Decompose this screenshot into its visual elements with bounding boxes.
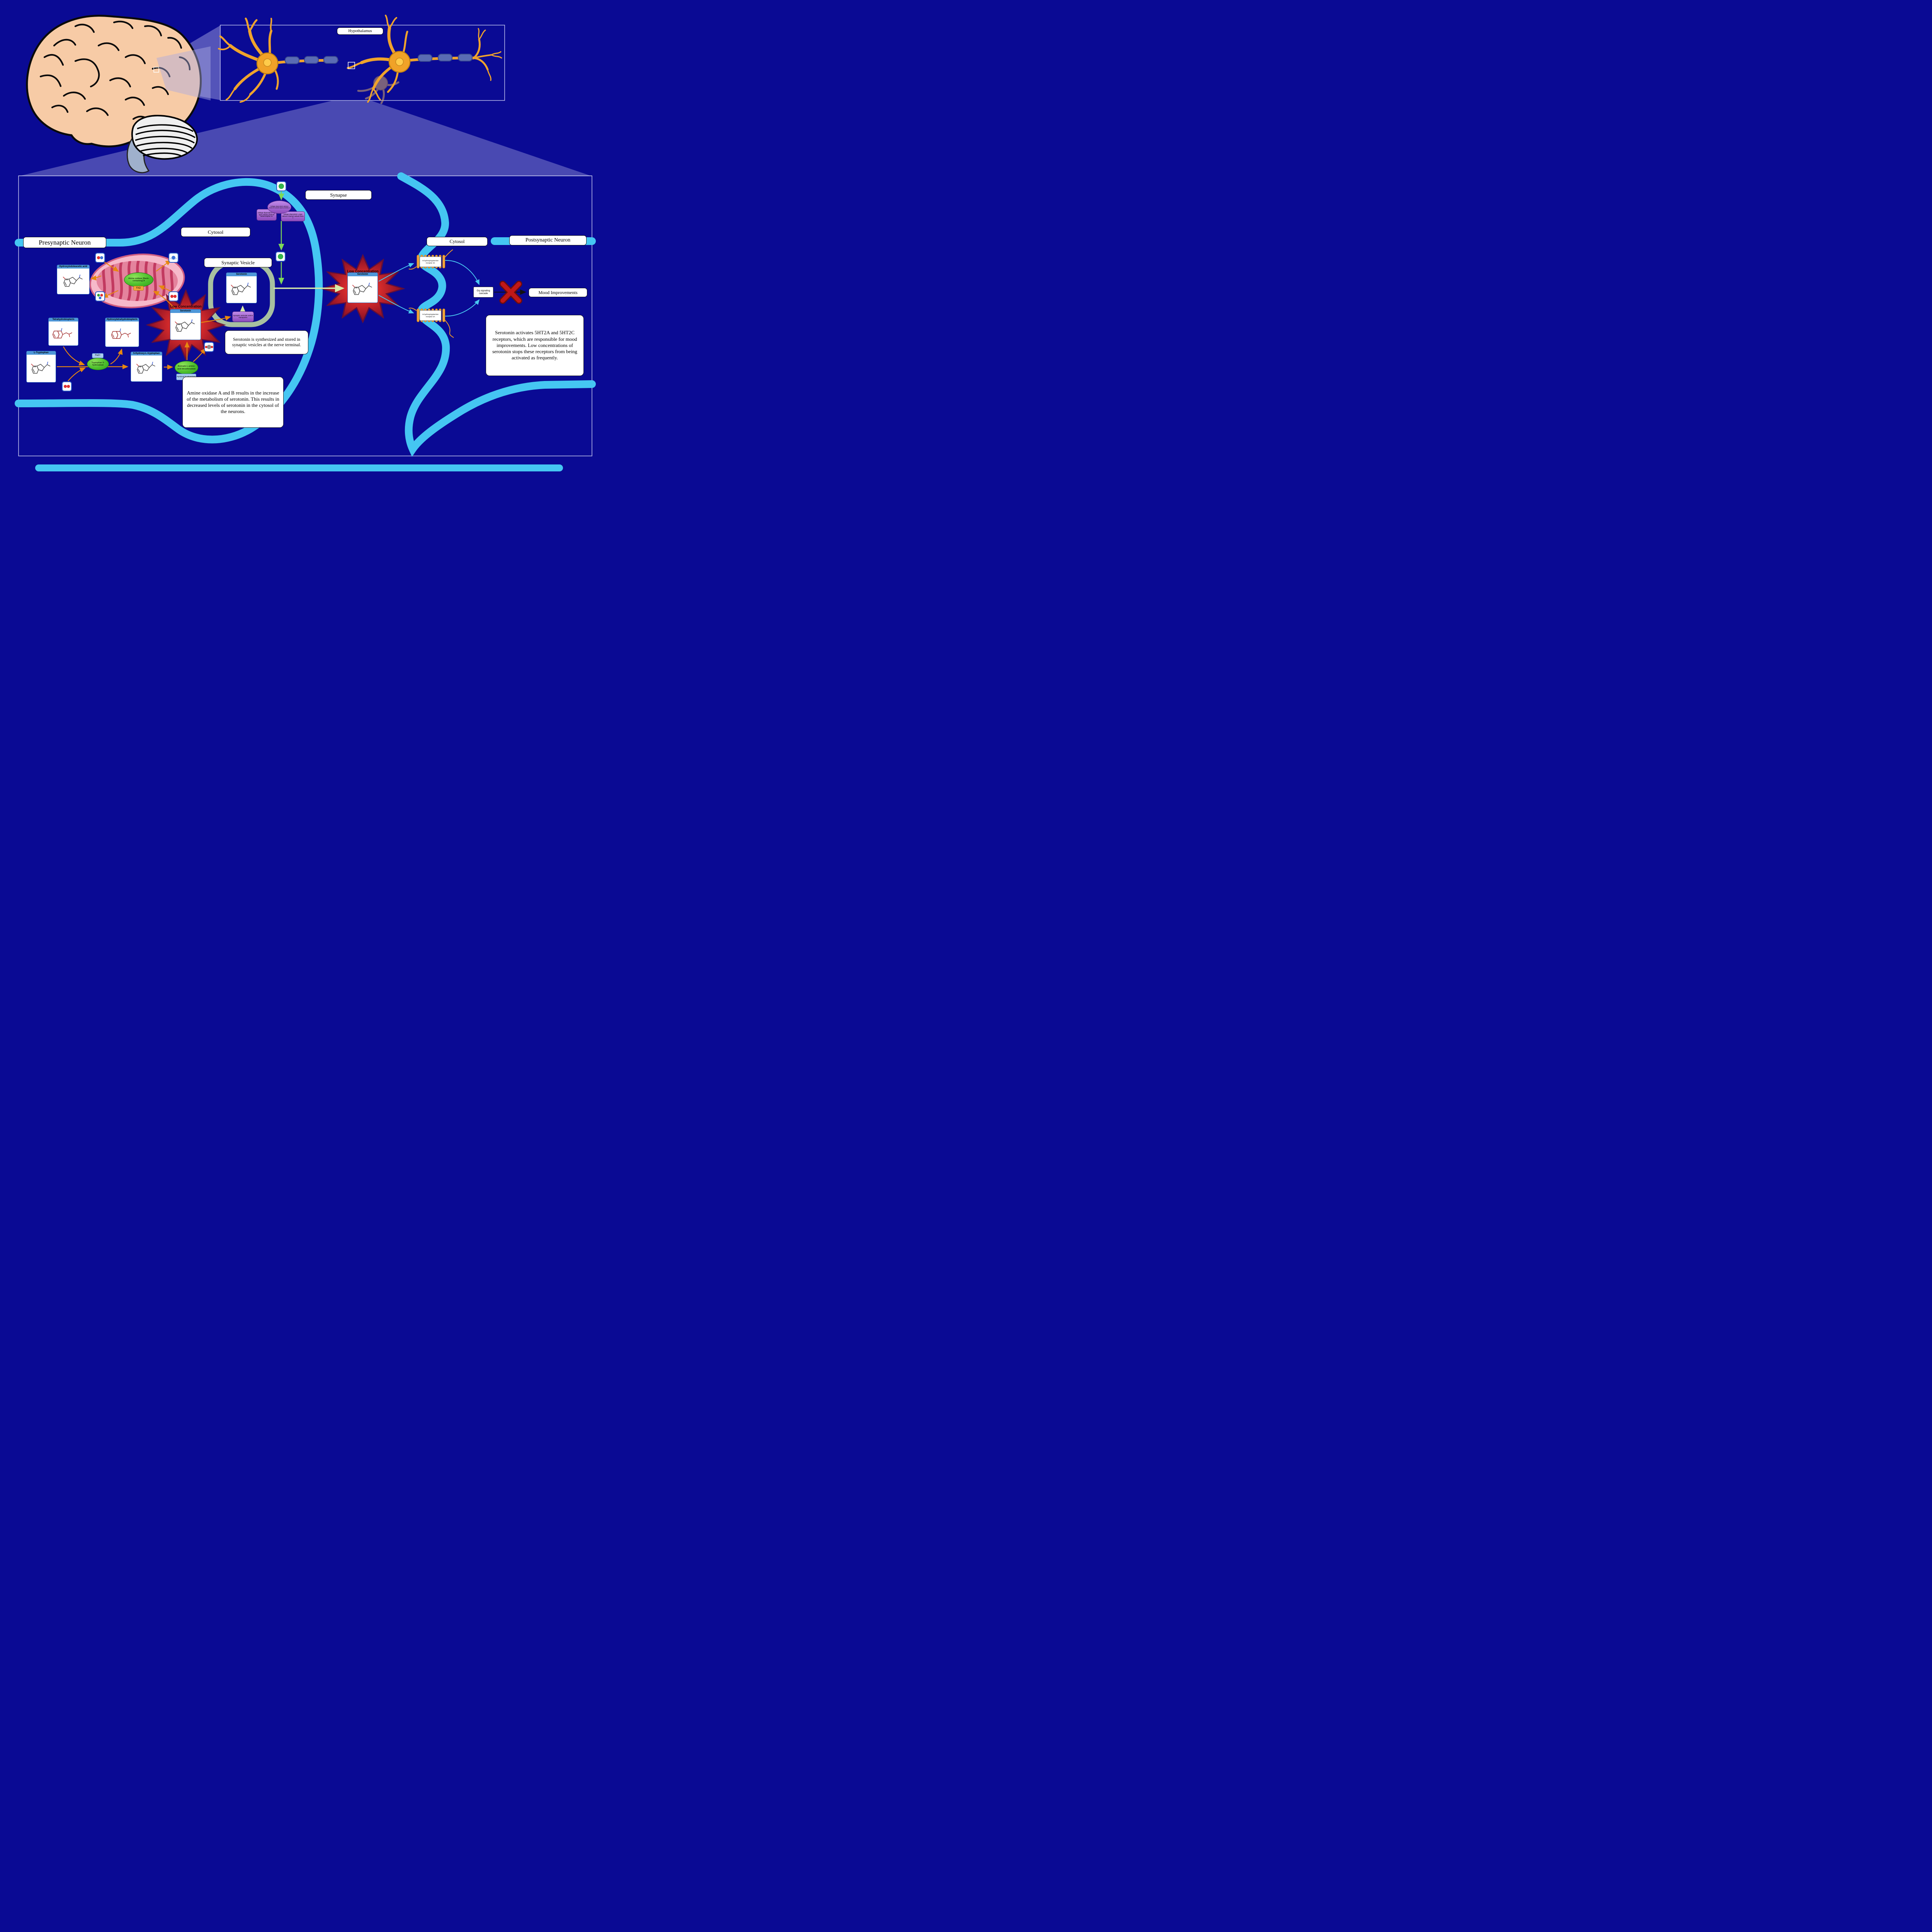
metabolite-serotonin-synapse[interactable]: Serotonin xyxy=(347,272,378,303)
axon-terminal xyxy=(473,28,502,81)
release-arrows xyxy=(240,284,345,312)
signaling-arrows xyxy=(378,260,480,317)
hypothalamus-label: Hypothalamus xyxy=(337,27,383,35)
molecule-icon[interactable] xyxy=(95,291,105,301)
metabolite-label: 5-Hydroxy-L-tryptophan xyxy=(131,352,162,355)
enzyme-tryptophan-5-hydroxylase[interactable]: Tryptophan 5-hydroxylase xyxy=(87,358,109,370)
channel-label: Voltage-dependent calcium channel subuni… xyxy=(269,205,290,209)
receptor-label: 5-hydroxytryptamine receptor 2A xyxy=(422,313,439,318)
label-text: Cytosol xyxy=(449,238,465,244)
molecule-icon[interactable] xyxy=(204,342,214,352)
mood-improvements-label: Mood Improvements xyxy=(529,288,587,297)
note-vesicle-storage: Serotonin is synthesized and stored in s… xyxy=(225,330,308,354)
molecule-icon[interactable] xyxy=(168,253,179,263)
chemical-structure xyxy=(226,276,257,303)
gq-label: Gq signaling cascade xyxy=(476,289,490,295)
cytosol-label-presynaptic: Cytosol xyxy=(181,227,250,237)
metabolite-serotonin-cytosol[interactable]: Serotonin xyxy=(170,309,201,340)
molecule-icon[interactable] xyxy=(95,253,105,263)
chemical-structure xyxy=(170,313,201,340)
enzyme-label: Aromatic-L-amino-acid decarboxylase xyxy=(177,365,196,370)
enzyme-label: Amine oxidase [flavin-containing] A xyxy=(128,277,149,282)
metabolite-label: Hydroxytetrahydrobiopterin xyxy=(105,318,139,321)
label-text: Presynaptic Neuron xyxy=(39,238,91,246)
low-concentration-label-cytosol: Low Concentration xyxy=(170,304,202,308)
label-text: Cytosol xyxy=(207,229,224,235)
molecule-icon[interactable] xyxy=(168,291,179,301)
metabolite-hydroxyindoleacetic-acid[interactable]: Hydroxyindoleacetic acid xyxy=(57,265,90,294)
metabolite-label: Serotonin xyxy=(170,310,201,313)
receptor-5ht2c[interactable]: 5-hydroxytryptamine receptor 2C xyxy=(420,257,441,267)
molecule-icon[interactable] xyxy=(62,381,72,391)
cytosol-label-postsynaptic: Cytosol xyxy=(427,237,488,246)
synaptic-vesicle-label: Synaptic Vesicle xyxy=(204,258,272,267)
cofactor-label: FAD xyxy=(136,287,141,289)
neuron-2 xyxy=(347,15,502,103)
channel-label: Voltage-dependent L-type calcium channel… xyxy=(282,213,304,219)
neuron-1 xyxy=(218,17,338,103)
cofactor-label: Fe2+ xyxy=(95,354,100,357)
blocked-x-icon xyxy=(499,281,522,304)
low-concentration-label-synapse: Low Concentration xyxy=(347,269,379,273)
receptor-5ht2a[interactable]: 5-hydroxytryptamine receptor 2A xyxy=(420,310,441,321)
channel-vdcc-beta1[interactable]: Voltage-dependent L-type calcium channel… xyxy=(281,211,305,221)
zoom-source-marker-brain xyxy=(153,67,159,73)
chemical-structure xyxy=(348,276,378,303)
label-text: Postsynaptic Neuron xyxy=(525,237,571,243)
inset-box-border xyxy=(220,25,505,101)
chemical-structure xyxy=(57,268,89,294)
label-text: Mood Improvements xyxy=(538,289,578,295)
myelin-sheath xyxy=(418,54,473,62)
neuron-nucleus xyxy=(395,58,404,66)
chemical-structure xyxy=(49,321,78,345)
cerebellum xyxy=(131,115,198,160)
metabolite-5-hydroxy-l-tryptophan[interactable]: 5-Hydroxy-L-tryptophan xyxy=(131,352,162,382)
hypothalamus-label-text: Hypothalamus xyxy=(348,29,372,33)
brain-illustration xyxy=(26,15,211,173)
enzyme-label: Tryptophan 5-hydroxylase xyxy=(91,361,105,366)
note-receptor-activation: Serotonin activates 5HT2A and 5HT2C rece… xyxy=(486,315,584,376)
metabolite-label: Tetrahydrobiopterin xyxy=(49,318,78,321)
label-text: Synapse xyxy=(330,192,347,198)
brain-highlight-region xyxy=(156,46,211,100)
transporter-label: Synaptic vesicular amine transporter xyxy=(233,314,253,318)
metabolite-hydroxytetrahydrobiopterin[interactable]: Hydroxytetrahydrobiopterin xyxy=(105,318,139,347)
presynaptic-neuron-label: Presynaptic Neuron xyxy=(23,237,106,248)
cofactor-fad[interactable]: FAD xyxy=(133,286,144,291)
chemical-structure xyxy=(27,354,56,382)
metabolite-serotonin-vesicle[interactable]: Serotonin xyxy=(226,272,257,303)
channel-label: Voltage-dependent P/Q-type calcium chann… xyxy=(257,212,276,218)
presynaptic-membrane xyxy=(15,178,323,444)
neuron-nucleus xyxy=(263,58,272,67)
metabolite-label: Serotonin xyxy=(226,273,257,276)
postsynaptic-neuron-label: Postsynaptic Neuron xyxy=(509,235,587,245)
metabolite-tetrahydrobiopterin[interactable]: Tetrahydrobiopterin xyxy=(48,318,78,346)
note-amine-oxidase: Amine oxidase A and B results in the inc… xyxy=(182,377,284,428)
myelin-sheath xyxy=(285,56,338,64)
enzyme-aromatic-l-amino-acid-decarboxylase[interactable]: Aromatic-L-amino-acid decarboxylase xyxy=(175,361,198,374)
label-text: Synaptic Vesicle xyxy=(221,259,255,265)
metabolite-l-tryptophan[interactable]: L-Tryptophan xyxy=(26,351,56,383)
cofactor-fe2[interactable]: Fe2+ xyxy=(92,353,104,358)
gq-signaling-cascade[interactable]: Gq signaling cascade xyxy=(473,287,493,298)
channel-vdcc-alpha2delta1[interactable]: Voltage-dependent calcium channel subuni… xyxy=(267,201,291,214)
chemical-structure xyxy=(105,321,139,347)
chemical-structure xyxy=(131,355,162,381)
diagram-border xyxy=(18,175,592,456)
transporter-vmat[interactable]: Synaptic vesicular amine transporter xyxy=(232,311,254,322)
molecule-icons[interactable] xyxy=(62,181,286,391)
metabolite-label: L-Tryptophan xyxy=(27,351,56,355)
metabolite-label: Serotonin xyxy=(348,273,378,276)
calcium-ion-icon[interactable] xyxy=(276,181,286,191)
metabolite-label: Hydroxyindoleacetic acid xyxy=(57,265,89,269)
zoom-source-marker-inset xyxy=(348,62,355,69)
receptor-label: 5-hydroxytryptamine receptor 2C xyxy=(422,260,439,264)
calcium-ion-icon[interactable] xyxy=(276,252,286,262)
enzyme-amine-oxidase-a[interactable]: Amine oxidase [flavin-containing] A xyxy=(124,272,153,287)
synapse-label: Synapse xyxy=(305,190,372,200)
pathway-figure: Hypothalamus Presynaptic Neuron Cytosol … xyxy=(0,0,603,471)
